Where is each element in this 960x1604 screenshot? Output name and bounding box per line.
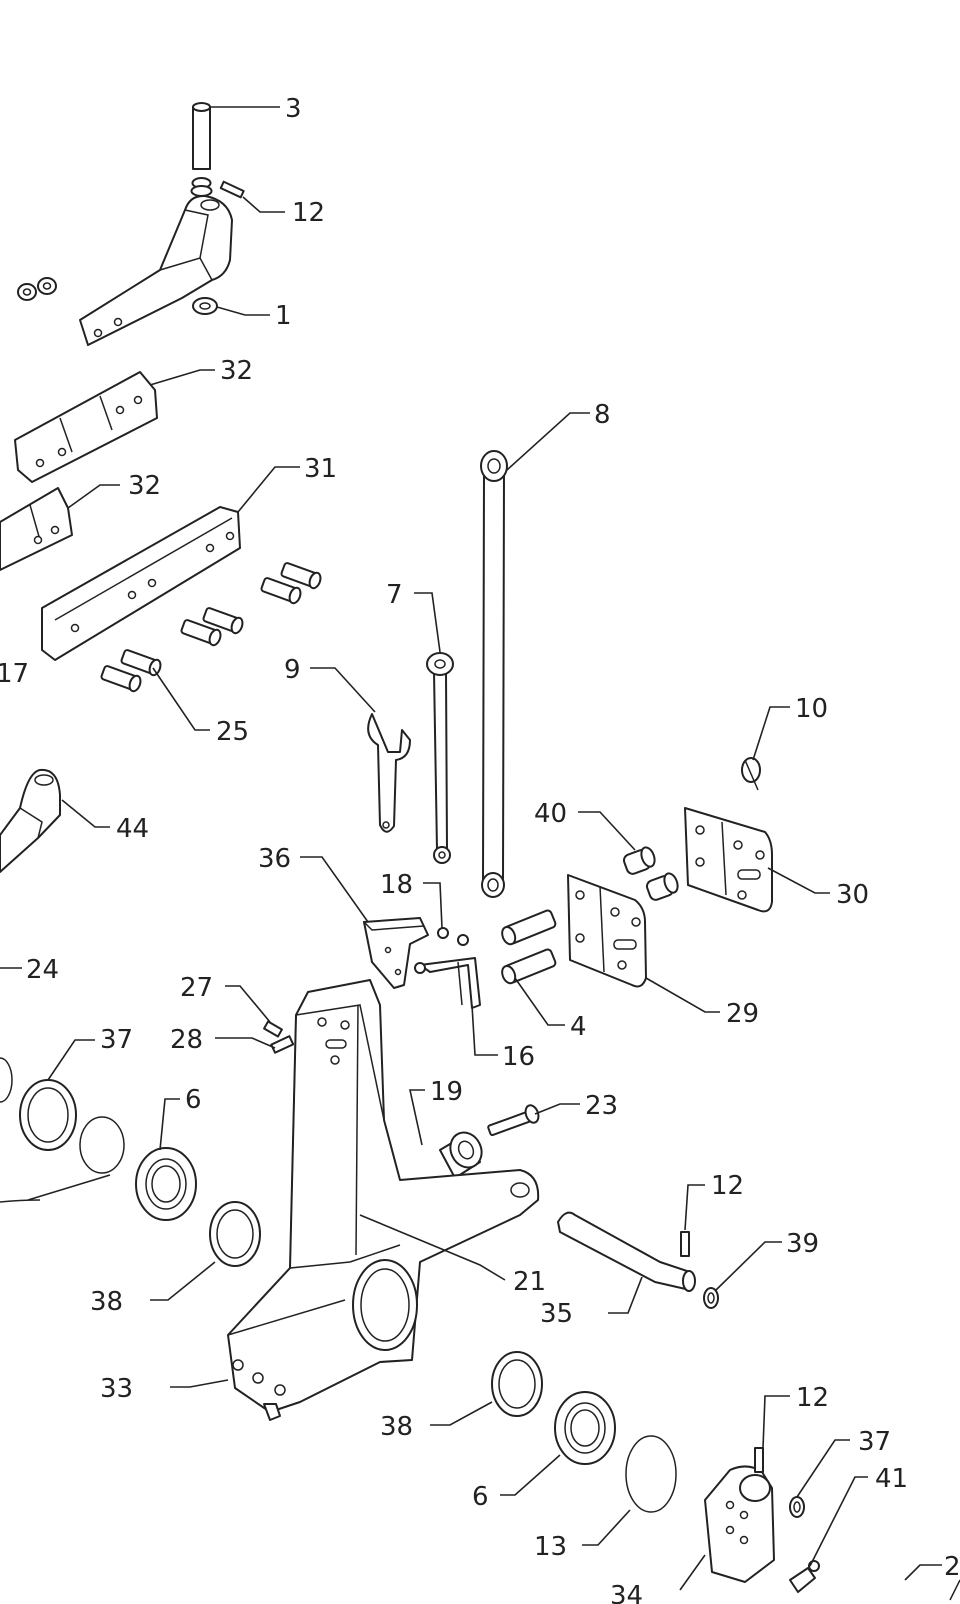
- washer-part-38-upper: [209, 1201, 261, 1267]
- callout-13: 13: [534, 1532, 567, 1562]
- callout-10: 10: [795, 694, 828, 724]
- callout-18: 18: [380, 870, 413, 900]
- roll-pin-part-12-top: [219, 180, 245, 199]
- callout-38-upper: 38: [90, 1287, 123, 1317]
- callout-39: 39: [786, 1229, 819, 1259]
- callout-9: 9: [284, 655, 301, 685]
- callout-2: 2: [944, 1552, 960, 1582]
- plate-part-29: [567, 874, 647, 988]
- ring-part-37-lower: [789, 1496, 805, 1518]
- callout-30: 30: [836, 880, 869, 910]
- callout-40: 40: [534, 799, 567, 829]
- callout-3: 3: [285, 94, 302, 124]
- bolt-part-23: [487, 1104, 540, 1137]
- callout-32-lower: 32: [128, 471, 161, 501]
- callout-25: 25: [216, 717, 249, 747]
- bushing-part-19: [439, 1131, 483, 1179]
- bushings-part-40: [622, 846, 679, 901]
- lynch-pin-part-10: [741, 757, 761, 791]
- seal-part-37-upper: [0, 1057, 77, 1151]
- link-rod-part-8: [480, 450, 508, 898]
- wrench-part-7: [426, 652, 454, 864]
- callout-24: 24: [26, 955, 59, 985]
- plate-part-30: [684, 807, 773, 913]
- callout-31: 31: [304, 454, 337, 484]
- arm-bracket-part-44: [0, 768, 61, 873]
- callout-19: 19: [430, 1077, 463, 1107]
- roll-pin-part-12-lower: [754, 1447, 764, 1473]
- washer-part-38-lower: [491, 1351, 543, 1417]
- callout-34: 34: [610, 1581, 643, 1604]
- callout-6-lower: 6: [472, 1482, 489, 1512]
- callout-27: 27: [180, 973, 213, 1003]
- callout-44: 44: [116, 814, 149, 844]
- callout-16: 16: [502, 1042, 535, 1072]
- bearing-part-6-upper: [135, 1147, 197, 1221]
- bearing-part-6-lower: [554, 1391, 616, 1465]
- o-ring-part-13: [625, 1435, 677, 1513]
- ring-part-39: [703, 1287, 719, 1309]
- callout-4: 4: [570, 1012, 587, 1042]
- callout-36: 36: [258, 844, 291, 874]
- callout-6-upper: 6: [185, 1085, 202, 1115]
- o-ring-upper: [79, 1116, 125, 1174]
- fittings-part-27-28: [263, 1020, 295, 1054]
- callout-12-top: 12: [292, 198, 325, 228]
- callout-29: 29: [726, 999, 759, 1029]
- callout-28: 28: [170, 1025, 203, 1055]
- nuts-left-top: [17, 277, 57, 301]
- plate-part-32-lower: [0, 487, 73, 571]
- pin-part-3: [190, 102, 213, 197]
- callout-23: 23: [585, 1091, 618, 1121]
- callout-33: 33: [100, 1374, 133, 1404]
- fitting-part-41: [789, 1560, 820, 1593]
- callout-1: 1: [275, 301, 292, 331]
- callout-7: 7: [386, 580, 403, 610]
- handle-part-16: [414, 957, 481, 1009]
- callout-32-upper: 32: [220, 356, 253, 386]
- plate-part-32-upper: [14, 371, 158, 483]
- callout-38-lower: 38: [380, 1412, 413, 1442]
- blade-part-31: [41, 506, 241, 661]
- bracket-part-36: [363, 917, 429, 989]
- washer-part-1: [192, 297, 218, 315]
- callout-21: 21: [513, 1267, 546, 1297]
- leader-lines: [0, 106, 942, 1591]
- arm-bracket-top: [79, 194, 233, 346]
- callout-8: 8: [594, 400, 611, 430]
- callout-12-lower: 12: [796, 1383, 829, 1413]
- bolts-part-25: [100, 562, 322, 693]
- cap-plate-part-34: [704, 1465, 775, 1583]
- callout-35: 35: [540, 1299, 573, 1329]
- callout-37-lower: 37: [858, 1427, 891, 1457]
- main-frame-part-33: [227, 979, 540, 1421]
- callout-41: 41: [875, 1464, 908, 1494]
- pins-part-4: [501, 909, 557, 985]
- callout-17: 17: [0, 659, 29, 689]
- callout-37-upper: 37: [100, 1025, 133, 1055]
- nuts-part-18: [437, 927, 469, 946]
- wrench-part-9: [367, 713, 411, 833]
- callout-12-mid: 12: [711, 1171, 744, 1201]
- roll-pin-part-12-mid: [680, 1231, 690, 1257]
- shaft-part-35: [557, 1211, 696, 1292]
